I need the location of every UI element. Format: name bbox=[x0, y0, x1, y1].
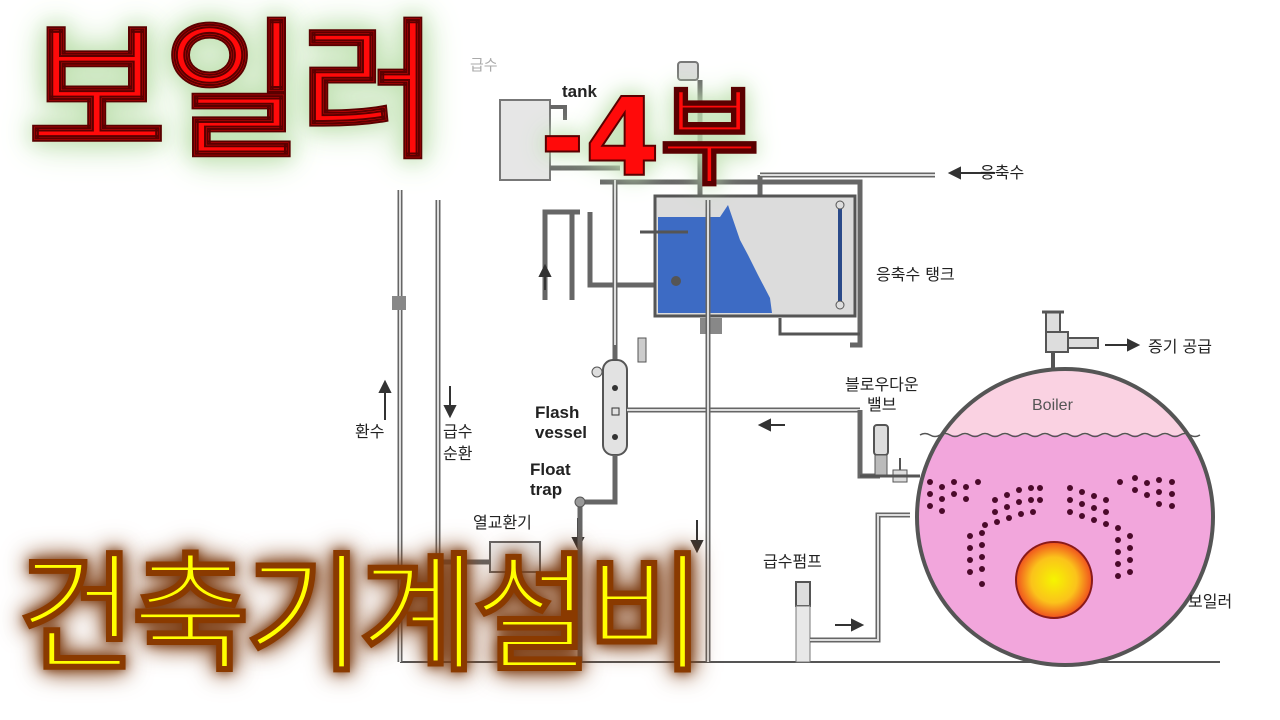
condensate-tank-label: 응축수 탱크 bbox=[876, 265, 955, 284]
boiler-ko-label: 보일러 bbox=[1188, 592, 1233, 611]
heat-exchanger-label: 열교환기 bbox=[473, 513, 532, 532]
float-trap-label-1: Float bbox=[530, 460, 571, 479]
steam-valve bbox=[1042, 310, 1099, 369]
furnace-flame bbox=[1015, 541, 1093, 619]
makeup-tank bbox=[499, 99, 551, 181]
return-water-label: 환수 bbox=[355, 422, 385, 441]
fire-tubes bbox=[927, 475, 1175, 587]
feed-pump-label: 급수펌프 bbox=[763, 552, 822, 571]
flash-vessel-label-1: Flash bbox=[535, 403, 580, 422]
blowdown-valve bbox=[860, 424, 920, 483]
feed-circulation-label-2: 순환 bbox=[443, 444, 473, 463]
tank-label: tank bbox=[562, 82, 597, 101]
feed-circulation-label-1: 급수 bbox=[443, 422, 473, 441]
title-subtitle: 건축기계설비 bbox=[17, 541, 706, 690]
heat-exchanger bbox=[489, 541, 541, 573]
boiler bbox=[915, 310, 1215, 667]
title-main: 보일러 bbox=[27, 6, 439, 180]
boiler-en-label: Boiler bbox=[1032, 397, 1073, 414]
blowdown-valve-label-2: 밸브 bbox=[867, 395, 897, 414]
blowdown-valve-label-1: 블로우다운 bbox=[845, 375, 919, 394]
top-partial-label: 급수 bbox=[470, 56, 498, 74]
flash-vessel bbox=[574, 200, 880, 662]
condensate-tank bbox=[640, 194, 860, 336]
condensate-label: 응축수 bbox=[980, 163, 1025, 182]
feed-pump bbox=[795, 512, 910, 663]
steam-supply-label: 증기 공급 bbox=[1148, 337, 1212, 356]
float-trap-label-2: trap bbox=[530, 480, 563, 499]
flash-vessel-label-2: vessel bbox=[535, 423, 587, 442]
title-part: -4부 bbox=[539, 76, 760, 201]
return-valve bbox=[392, 296, 406, 310]
